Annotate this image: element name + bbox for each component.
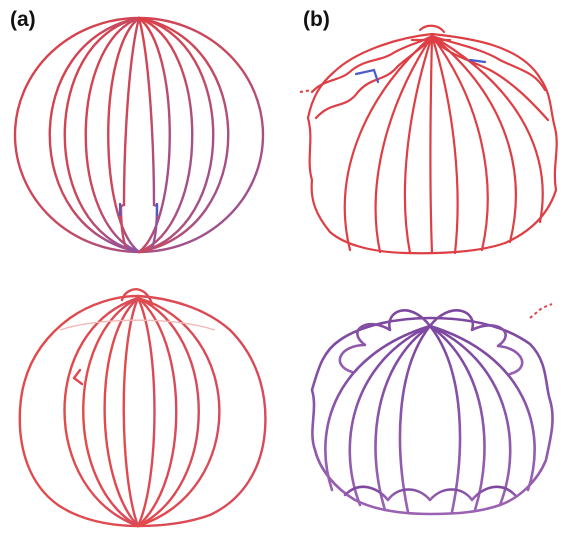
- sphere-b-bottom-tail: [530, 304, 552, 318]
- sphere-a-bottom: [20, 289, 266, 526]
- meridian: [350, 326, 430, 505]
- meridian: [105, 298, 138, 526]
- meridian: [430, 326, 510, 505]
- kink: [74, 370, 82, 384]
- sphere-a-top-outline: [15, 18, 263, 252]
- sphere-a-bottom-outline: [20, 296, 266, 526]
- sphere-b-top-tail: [300, 90, 312, 92]
- central-stem: [121, 18, 139, 248]
- meridian: [139, 18, 192, 252]
- meridian: [65, 298, 139, 526]
- sphere-a-bottom-faint: [60, 320, 215, 330]
- sphere-b-bottom: [312, 280, 553, 528]
- meridian: [345, 36, 432, 250]
- meridian: [139, 18, 170, 252]
- central-stem: [139, 18, 157, 248]
- sphere-b-top: [308, 26, 557, 254]
- meridian: [138, 298, 176, 526]
- meridian: [86, 18, 139, 252]
- sphere-a-top-blue-ticks: [120, 203, 157, 216]
- sphere-b-bottom-outline: [312, 318, 553, 514]
- meridian: [138, 298, 219, 526]
- meridian: [138, 298, 155, 526]
- meridian: [139, 18, 213, 252]
- meridian: [405, 36, 432, 253]
- meridian: [400, 326, 430, 512]
- sphere-a-top: [15, 18, 263, 252]
- meridian: [431, 36, 433, 253]
- meridian: [108, 18, 139, 252]
- meridian: [124, 298, 138, 526]
- meridian: [65, 18, 139, 252]
- meridian: [432, 36, 516, 242]
- meridian: [430, 326, 460, 512]
